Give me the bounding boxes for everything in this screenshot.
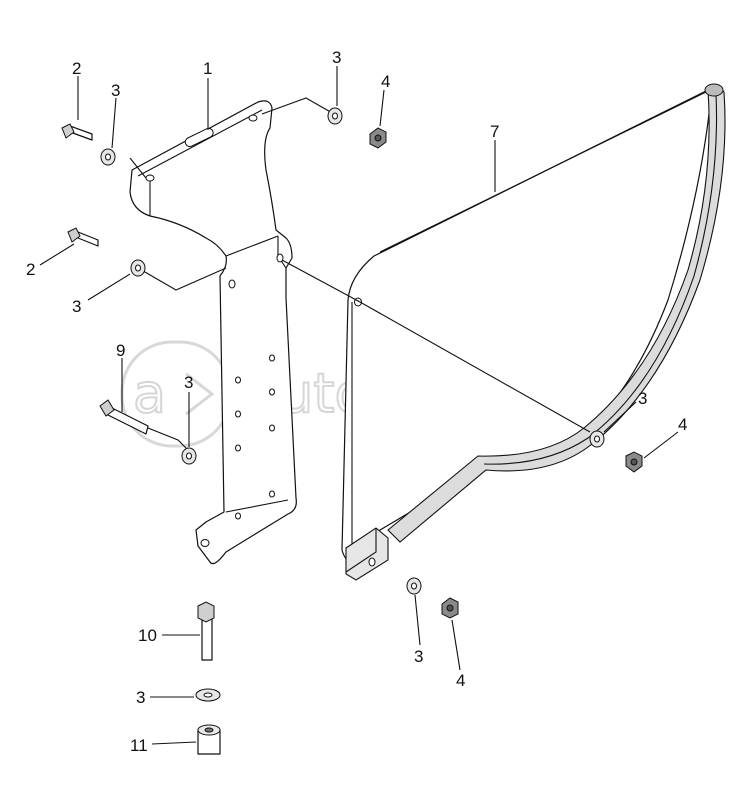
bracket-hole [235,410,241,418]
bolt-part-9 [99,399,149,435]
assembly-lines [129,97,591,451]
washer-part-3 [130,259,146,277]
callout-1: 1 [203,59,212,78]
spacer-part-11 [197,724,221,755]
callout-3: 3 [638,389,647,408]
bracket-hole [269,490,275,498]
callout-3: 3 [332,48,341,67]
callout-2: 2 [26,260,35,279]
washer-part-3 [589,430,605,448]
bracket-slot [184,127,214,148]
bracket-hole [269,354,275,362]
mudguard-rim [387,85,726,543]
bolt-part-2 [67,227,99,247]
bracket-hole [248,114,258,122]
callout-3: 3 [414,647,423,666]
washer-part-3 [181,447,197,465]
bracket-hole [200,539,210,547]
mudguard-part-7 [341,83,726,581]
callout-2: 2 [72,59,81,78]
nut-part-4 [441,597,459,619]
bracket-hole [235,512,241,520]
callout-3: 3 [72,297,81,316]
bracket-hole [269,388,275,396]
callout-4: 4 [381,72,390,91]
callout-10: 10 [138,626,157,645]
callout-labels: 1 2 3 3 4 7 2 3 9 3 3 4 3 4 10 3 11 [26,48,687,755]
callout-3: 3 [184,373,193,392]
callout-leaders [39,66,679,745]
callout-9: 9 [116,341,125,360]
bracket-hole [269,424,275,432]
bracket-hole [276,253,284,263]
bracket-hole [235,444,241,452]
bracket-part-1 [129,100,297,565]
bracket-hole [235,376,241,384]
callout-7: 7 [490,122,499,141]
washer-part-3 [327,107,343,125]
callout-3: 3 [136,688,145,707]
watermark-arrow-icon [185,372,215,416]
nut-part-4 [625,451,643,473]
nut-part-4 [369,127,387,149]
callout-4: 4 [678,415,687,434]
bolt-part-2 [61,123,93,141]
bracket-hole [145,174,155,182]
callout-11: 11 [130,736,148,755]
washer-part-3 [195,688,221,702]
washer-part-3 [406,577,422,595]
callout-4: 4 [456,671,465,690]
bracket-hole [228,279,236,289]
rim-end-cap [704,83,724,97]
watermark-badge-letter: a [133,362,166,425]
bolt-part-10 [197,601,215,661]
callout-3: 3 [111,81,120,100]
washer-part-3 [100,148,116,166]
